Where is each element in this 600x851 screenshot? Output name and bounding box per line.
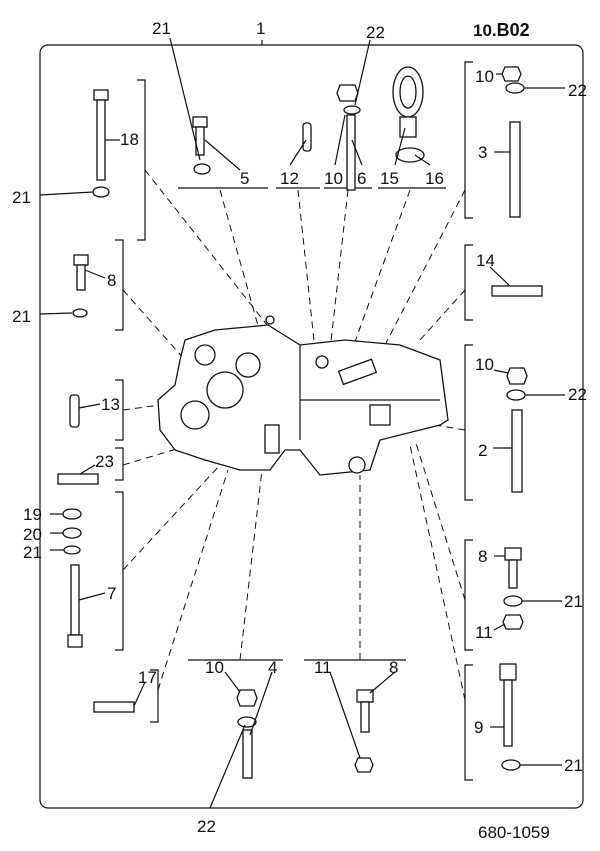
- callout: 11: [475, 623, 493, 642]
- callout-leaders: [39, 37, 565, 809]
- callout: 22: [197, 817, 216, 836]
- callout: 10: [475, 67, 494, 86]
- callout: 19: [23, 505, 42, 524]
- callout: 1: [256, 19, 265, 38]
- callout: 21: [23, 543, 42, 562]
- drawing-number: 680-1059: [478, 823, 550, 842]
- callout: 15: [380, 169, 399, 188]
- callout: 3: [478, 143, 487, 162]
- callout: 20: [23, 525, 42, 544]
- diagram-frame: [39, 44, 584, 809]
- callout: 12: [280, 169, 299, 188]
- callout: 11: [314, 658, 332, 677]
- callout: 13: [101, 395, 120, 414]
- callout: 17: [138, 668, 157, 687]
- callout: 21: [12, 307, 31, 326]
- callout: 8: [478, 547, 487, 566]
- callout: 8: [389, 658, 398, 677]
- callout-labels: 1 21 22 18 21 5 12 10 6 15 16 10 22 3 8 …: [12, 19, 587, 836]
- gearbox-housing: [157, 315, 449, 476]
- parts: [57, 66, 543, 779]
- leader-lines: [122, 169, 466, 701]
- callout: 10: [205, 658, 224, 677]
- callout: 22: [568, 81, 587, 100]
- callout: 21: [564, 756, 583, 775]
- callout: 21: [564, 592, 583, 611]
- callout: 6: [357, 169, 366, 188]
- callout: 9: [474, 718, 483, 737]
- callout: 21: [12, 188, 31, 207]
- callout: 8: [107, 271, 116, 290]
- callout: 22: [568, 385, 587, 404]
- callout: 10: [324, 169, 343, 188]
- group-brackets: [115, 61, 473, 781]
- callout: 5: [240, 169, 249, 188]
- callout: 18: [120, 130, 139, 149]
- callout: 7: [107, 584, 116, 603]
- callout: 14: [476, 251, 495, 270]
- page-number: 10.B02: [473, 20, 530, 40]
- callout: 4: [268, 658, 277, 677]
- callout: 16: [425, 169, 444, 188]
- callout: 22: [366, 23, 385, 42]
- callout: 21: [152, 19, 171, 38]
- callout: 2: [478, 441, 487, 460]
- callout: 10: [475, 355, 494, 374]
- callout: 23: [95, 452, 114, 471]
